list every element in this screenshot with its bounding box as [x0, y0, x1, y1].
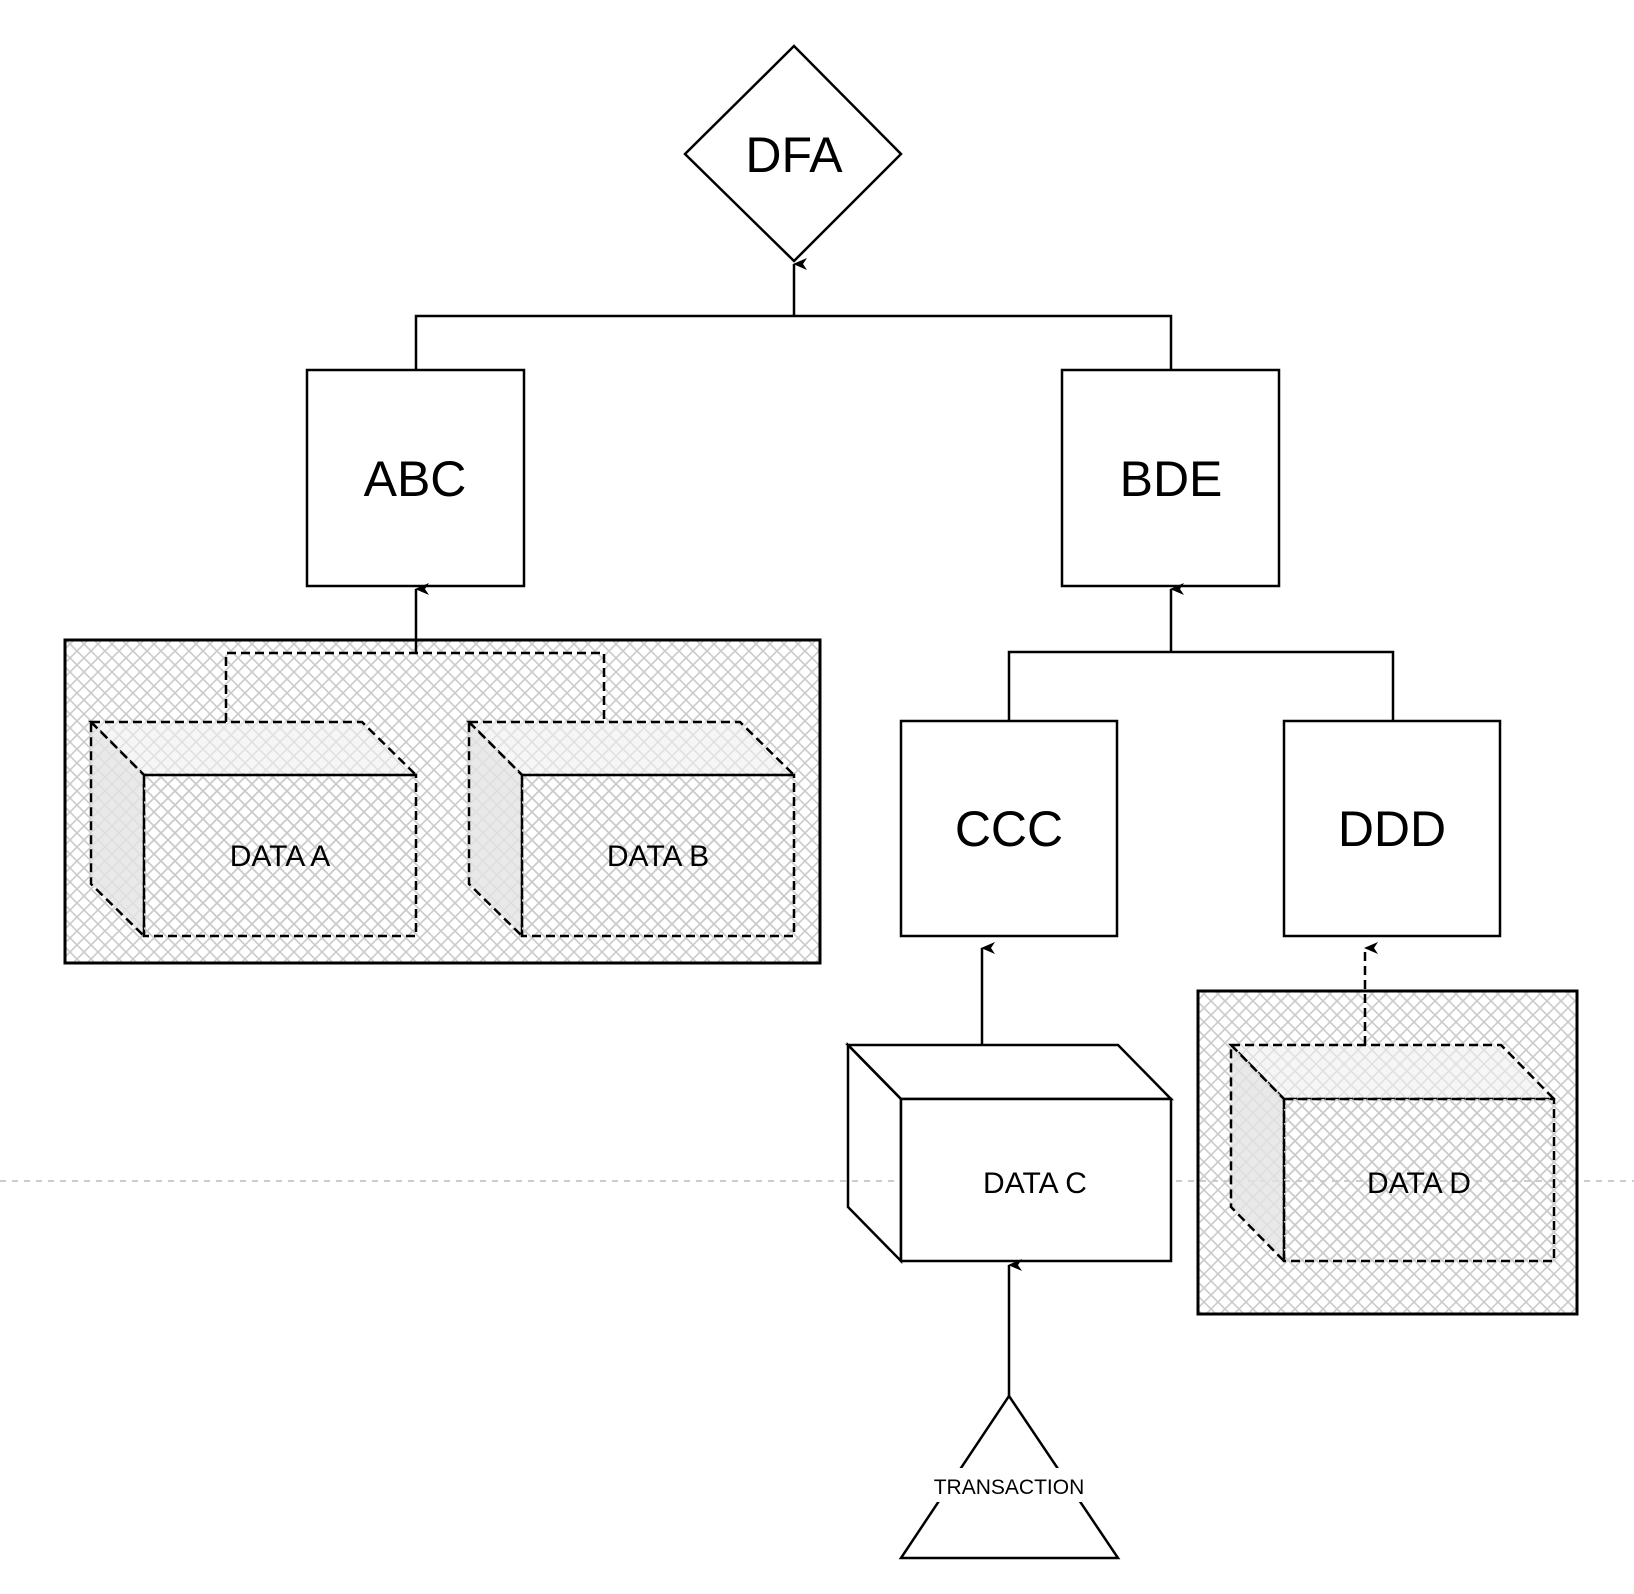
data-d-label: DATA D [1367, 1167, 1471, 1200]
node-ddd-label: DDD [1338, 801, 1446, 857]
node-ddd[interactable]: DDD [1282, 719, 1502, 938]
group-data-ab[interactable]: DATA A DATA B [63, 583, 822, 965]
node-abc-label: ABC [364, 451, 467, 507]
cube-data-d[interactable]: DATA D [1228, 1041, 1557, 1265]
cube-data-a[interactable]: DATA A [87, 718, 420, 939]
cube-data-c[interactable]: DATA C [845, 1041, 1174, 1265]
node-bde[interactable]: BDE [1060, 368, 1281, 588]
group-data-d[interactable]: DATA D [1196, 942, 1579, 1316]
data-b-label: DATA B [607, 840, 709, 873]
transaction-label: TRANSACTION [934, 1476, 1085, 1499]
cube-data-b[interactable]: DATA B [465, 718, 798, 939]
data-a-label: DATA A [230, 840, 331, 873]
node-dfa-label: DFA [745, 127, 843, 183]
node-transaction[interactable]: TRANSACTION [898, 1393, 1121, 1560]
node-ccc-label: CCC [955, 801, 1063, 857]
node-ccc[interactable]: CCC [899, 719, 1119, 938]
connector-abc-bde-to-dfa [414, 258, 1173, 370]
node-dfa[interactable]: DFA [683, 44, 903, 263]
connector-ccc-ddd-to-bde [1007, 583, 1395, 721]
node-bde-label: BDE [1120, 451, 1223, 507]
node-abc[interactable]: ABC [305, 368, 526, 588]
data-c-label: DATA C [983, 1167, 1087, 1200]
